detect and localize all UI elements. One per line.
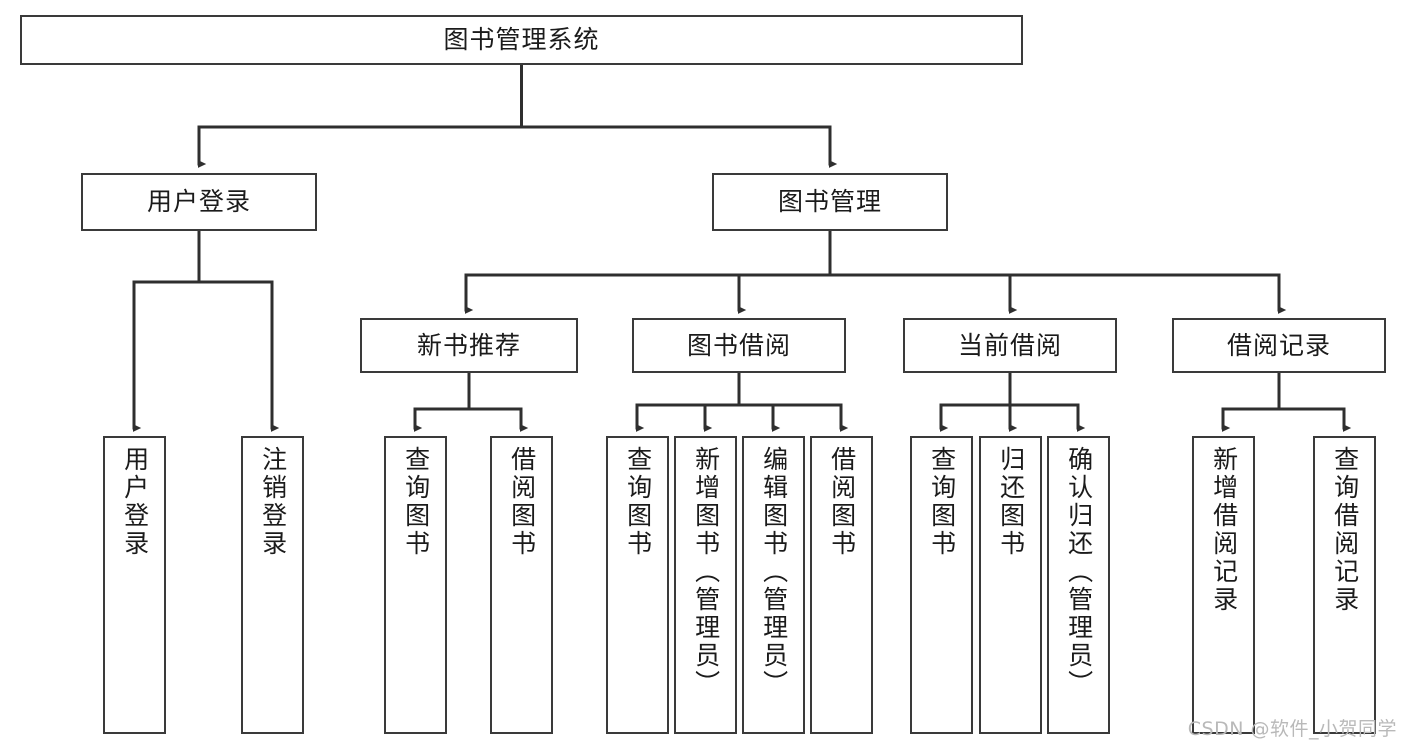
- leaf-return-book[interactable]: 归还图书: [979, 436, 1042, 734]
- leaf-borrow-book-1[interactable]: 借阅图书: [490, 436, 553, 734]
- node-root[interactable]: 图书管理系统: [20, 15, 1023, 65]
- leaf-borrow-book-2[interactable]: 借阅图书: [810, 436, 873, 734]
- leaf-query-record-label: 查询借阅记录: [1330, 446, 1360, 614]
- node-book-borrow-label: 图书借阅: [686, 330, 791, 360]
- leaf-query-record[interactable]: 查询借阅记录: [1313, 436, 1376, 734]
- leaf-user-login-label: 用户登录: [120, 446, 150, 558]
- leaf-logout-label: 注销登录: [258, 446, 288, 558]
- leaf-add-book[interactable]: 新增图书（管理员）: [674, 436, 737, 734]
- leaf-add-record[interactable]: 新增借阅记录: [1192, 436, 1255, 734]
- node-new-book-recommend-label: 新书推荐: [416, 330, 521, 360]
- leaf-borrow-book-2-label: 借阅图书: [827, 446, 857, 558]
- leaf-add-book-label: 新增图书（管理员）: [691, 446, 721, 698]
- node-borrow-record-label: 借阅记录: [1226, 330, 1331, 360]
- node-book-manage-label: 图书管理: [777, 187, 882, 216]
- watermark-text: CSDN @软件_小贺同学: [1187, 718, 1397, 740]
- node-book-borrow[interactable]: 图书借阅: [632, 318, 846, 373]
- node-new-book-recommend[interactable]: 新书推荐: [360, 318, 578, 373]
- leaf-query-book-2[interactable]: 查询图书: [606, 436, 669, 734]
- node-user-login-label: 用户登录: [146, 187, 251, 216]
- leaf-query-book-1[interactable]: 查询图书: [384, 436, 447, 734]
- node-current-borrow[interactable]: 当前借阅: [903, 318, 1117, 373]
- leaf-borrow-book-1-label: 借阅图书: [507, 446, 537, 558]
- leaf-logout[interactable]: 注销登录: [241, 436, 304, 734]
- leaf-edit-book[interactable]: 编辑图书（管理员）: [742, 436, 805, 734]
- node-current-borrow-label: 当前借阅: [957, 330, 1062, 360]
- leaf-query-book-3[interactable]: 查询图书: [910, 436, 973, 734]
- leaf-query-book-3-label: 查询图书: [927, 446, 957, 558]
- connector-lines: [132, 63, 1352, 432]
- node-book-manage[interactable]: 图书管理: [712, 173, 948, 231]
- leaf-user-login[interactable]: 用户登录: [103, 436, 166, 734]
- leaf-confirm-return-label: 确认归还（管理员）: [1064, 446, 1094, 698]
- leaf-confirm-return[interactable]: 确认归还（管理员）: [1047, 436, 1110, 734]
- leaf-edit-book-label: 编辑图书（管理员）: [759, 446, 789, 698]
- leaf-return-book-label: 归还图书: [996, 446, 1026, 558]
- leaf-query-book-2-label: 查询图书: [623, 446, 653, 558]
- node-root-label: 图书管理系统: [443, 25, 600, 54]
- node-user-login[interactable]: 用户登录: [81, 173, 317, 231]
- leaf-query-book-1-label: 查询图书: [401, 446, 431, 558]
- leaf-add-record-label: 新增借阅记录: [1209, 446, 1239, 614]
- node-borrow-record[interactable]: 借阅记录: [1172, 318, 1386, 373]
